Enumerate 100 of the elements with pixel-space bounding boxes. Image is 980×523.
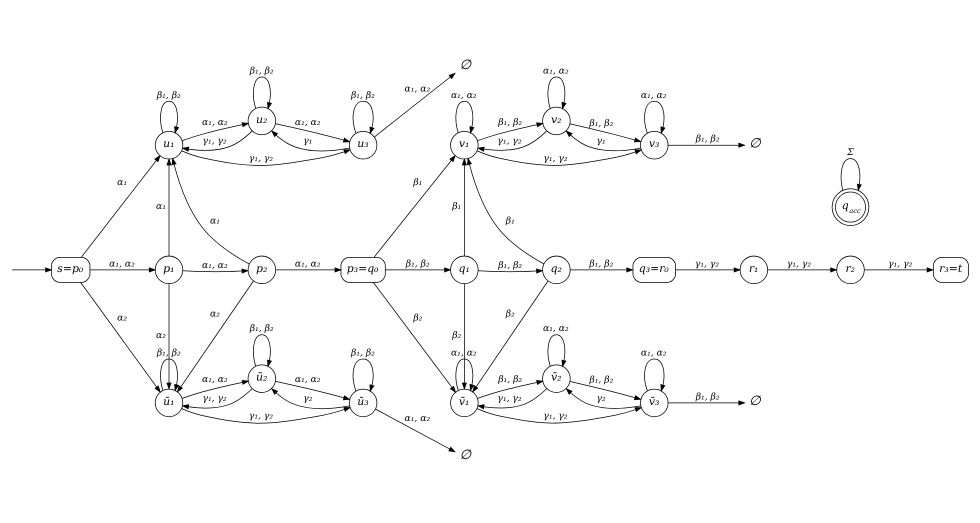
- edge-label: α₂: [117, 312, 128, 324]
- edge-label: β₁, β₂: [156, 347, 181, 358]
- edge-label: α₁, α₂: [202, 374, 228, 385]
- edge-label: α₁, α₂: [450, 90, 477, 101]
- arrow: [275, 123, 351, 142]
- edge-label: β₁, β₂: [589, 118, 614, 129]
- edge-label: β₂: [413, 312, 422, 324]
- arrow: [181, 149, 352, 166]
- node-circle: v̄₂: [542, 364, 571, 393]
- arrow: [166, 158, 172, 256]
- edge-label: α₁: [156, 201, 166, 212]
- node-circle: u₂: [248, 106, 276, 136]
- edge-label: Σ: [847, 147, 854, 158]
- edge-label: γ₁, γ₂: [497, 135, 522, 146]
- edge-label: α₁, α₂: [202, 116, 228, 128]
- node-text: ∅: [460, 58, 472, 73]
- edge-label: α₁, α₂: [543, 323, 569, 334]
- arrow: [90, 267, 156, 272]
- arrow: [253, 334, 272, 368]
- arrow: [373, 282, 456, 394]
- node-circle: ū₃: [348, 388, 378, 418]
- edge-label: α₁: [117, 177, 128, 188]
- arrow: [668, 400, 746, 406]
- arrow: [253, 76, 272, 110]
- arrow: [477, 380, 544, 399]
- arrow: [352, 100, 375, 134]
- arrow: [476, 150, 642, 166]
- edge-label: β₁, β₂: [250, 323, 274, 334]
- edge-label: β₁: [506, 216, 515, 227]
- arrow: [456, 358, 474, 392]
- node-circle: r₂: [836, 256, 865, 284]
- arrow: [548, 334, 567, 368]
- arrow: [675, 267, 742, 272]
- edge-label: β₁, β₂: [498, 374, 522, 385]
- edge-label: γ₁, γ₂: [248, 152, 274, 164]
- arrow: [176, 280, 254, 393]
- arrow: [12, 267, 53, 272]
- edge-label: γ₁, γ₂: [497, 393, 522, 404]
- edge-label: α₁, α₂: [640, 90, 667, 101]
- edge-label: γ₂: [303, 393, 312, 404]
- edge-label: β₁, β₂: [350, 90, 375, 101]
- node-circle: v₂: [542, 106, 571, 136]
- arrow: [160, 358, 180, 392]
- arrow: [565, 130, 642, 152]
- arrow: [472, 280, 548, 393]
- edge-label: α₂: [210, 308, 220, 320]
- arrow: [182, 388, 252, 410]
- node-text: ∅: [460, 448, 472, 463]
- edge-label: γ₁, γ₂: [888, 258, 912, 270]
- edge-label: β₁, β₂: [589, 258, 614, 270]
- arrow: [644, 100, 666, 134]
- arrow: [374, 72, 456, 138]
- edge-label: γ₁: [303, 135, 312, 146]
- arrow: [668, 142, 746, 148]
- edge-label: β₁, β₂: [250, 65, 274, 76]
- edge-label: α₁, α₂: [202, 260, 228, 272]
- edge-label: β₁, β₂: [589, 374, 614, 386]
- arrow: [352, 358, 375, 392]
- node-box: r₃=t: [932, 256, 969, 283]
- arrow: [182, 380, 250, 399]
- edge-label: γ₁, γ₂: [694, 258, 720, 270]
- edge-label: α₁, α₂: [294, 258, 321, 270]
- node-box: s=p₀: [51, 256, 90, 283]
- node-circle: ū₂: [248, 364, 276, 393]
- node-circle: p₂: [248, 256, 276, 284]
- arrow: [476, 130, 547, 152]
- arrow: [182, 268, 250, 274]
- edge-label: β₁: [413, 177, 422, 188]
- node-circle: ū₁: [154, 388, 184, 418]
- node-circle: u₁: [154, 131, 184, 160]
- edge-label: γ₁, γ₂: [543, 410, 568, 422]
- arrow: [182, 122, 250, 142]
- arrow: [478, 268, 544, 274]
- node-circle: v̄₃: [640, 388, 668, 418]
- edge-label: γ₁, γ₂: [202, 393, 227, 404]
- node-circle: r₁: [740, 256, 768, 284]
- arrow: [570, 123, 642, 142]
- node-circle: q$_{acc}$: [832, 188, 870, 226]
- arrow: [548, 76, 567, 110]
- arrow: [80, 282, 161, 393]
- node-circle: p₁: [154, 256, 184, 284]
- arrow: [462, 158, 467, 256]
- edge-label: α₁, α₂: [640, 347, 667, 358]
- arrow: [80, 154, 161, 258]
- edge-label: γ₁, γ₂: [202, 135, 227, 146]
- edge-label: β₁, β₂: [696, 391, 720, 402]
- edge-label: α₁, α₂: [294, 116, 321, 128]
- arrow: [375, 408, 456, 452]
- node-circle: q₁: [450, 256, 479, 284]
- edge-label: α₁, α₂: [109, 258, 135, 270]
- edge-label: α₁: [210, 216, 220, 227]
- edge-label: γ₁, γ₂: [248, 410, 274, 422]
- edge-label: β₂: [506, 308, 515, 320]
- arrow: [644, 358, 666, 392]
- arrow: [384, 267, 452, 272]
- edge-label: β₁, β₂: [498, 116, 522, 128]
- edge-label: α₁, α₂: [294, 374, 321, 385]
- node-circle: q₂: [542, 256, 571, 284]
- edge-label: β₁, β₂: [498, 260, 522, 272]
- edge-label: α₁, α₂: [404, 413, 430, 424]
